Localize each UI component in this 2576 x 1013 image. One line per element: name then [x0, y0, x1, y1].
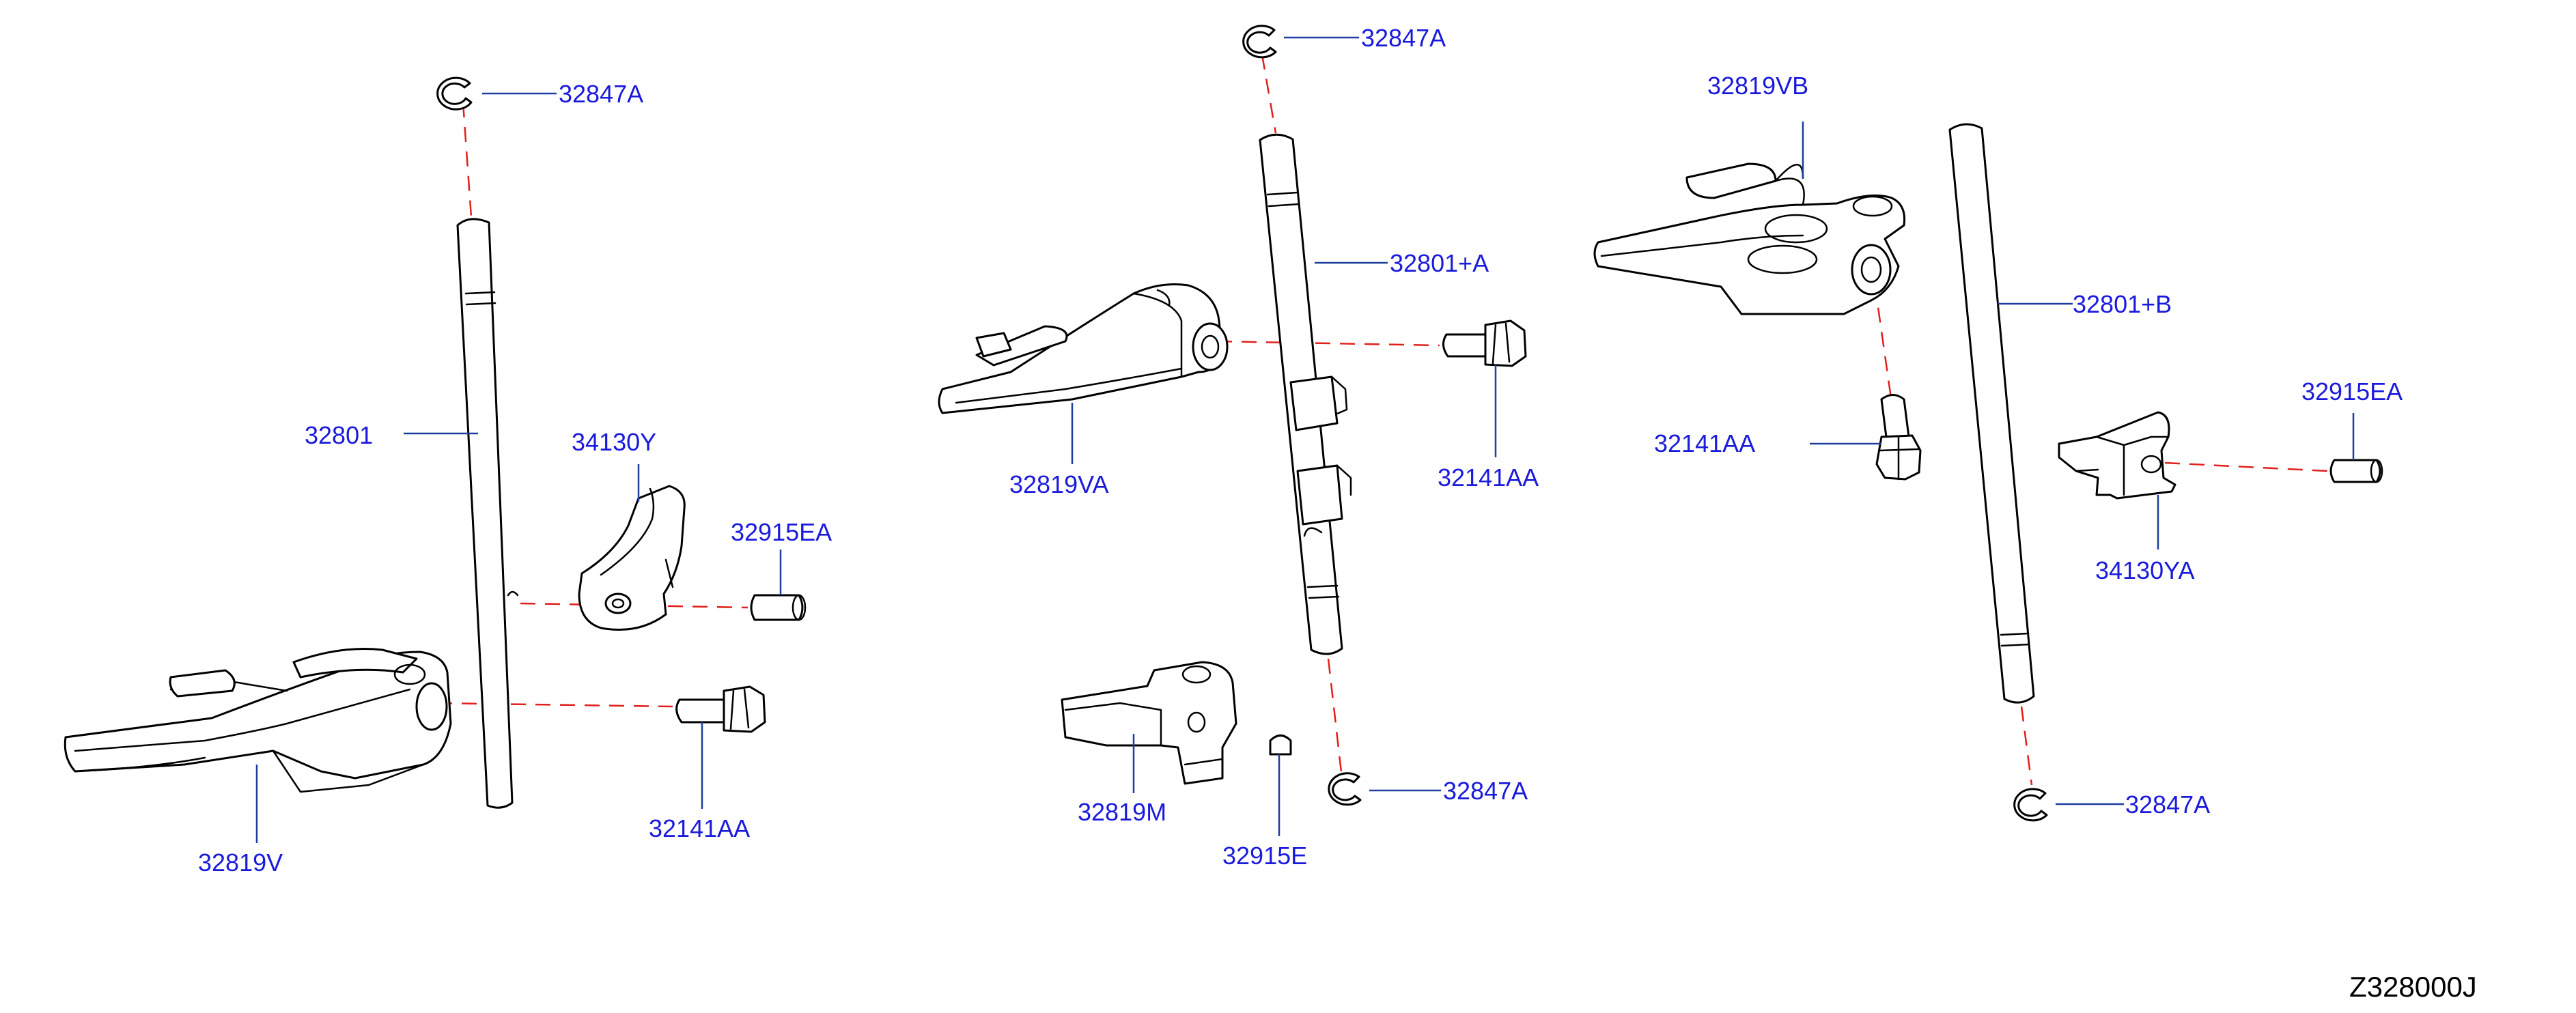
label-a1-rod: 32801: [305, 421, 373, 449]
assembly-left: 32847A 32801 34130Y 32915EA 32819V 32141…: [64, 76, 832, 876]
label-a3-bracket: 34130YA: [2095, 556, 2194, 584]
shift-rod-a1: [456, 218, 519, 809]
bolt-a2: [1442, 319, 1527, 367]
label-a1-pin: 32915EA: [731, 518, 832, 546]
label-a2-bolt: 32141AA: [1438, 463, 1539, 491]
centerline-a2-bolt: [1216, 340, 1440, 347]
centerline-a1-pin: [520, 602, 748, 609]
centerline-a3-pin: [2164, 461, 2328, 472]
label-a2-snap-ring-top: 32847A: [1361, 24, 1446, 52]
bracket-a1: [578, 485, 686, 631]
label-a1-bolt: 32141AA: [649, 814, 750, 842]
centerline-a1-bolt: [436, 702, 673, 708]
spring-pin-a1: [750, 594, 807, 621]
label-a3-snap-ring: 32847A: [2125, 790, 2210, 818]
label-a2-rod: 32801+A: [1390, 249, 1489, 277]
label-a3-pin: 32915EA: [2301, 377, 2403, 405]
diagram-code: Z328000J: [2349, 971, 2477, 1003]
snap-ring-a2-top: [1242, 25, 1277, 59]
shift-fork-a1: [64, 648, 452, 793]
shift-rod-a2: [1259, 133, 1352, 655]
snap-ring-a1: [436, 76, 473, 111]
centerline-a2-lower: [1327, 658, 1343, 779]
bracket-a3: [2058, 411, 2176, 500]
label-a2-block: 32819M: [1078, 798, 1166, 826]
label-a3-fork: 32819VB: [1707, 72, 1808, 100]
shift-rod-a3: [1948, 123, 2035, 704]
snap-ring-a2-bottom: [1328, 772, 1362, 806]
label-a3-rod: 32801+B: [2073, 290, 2172, 318]
bolt-a1: [675, 685, 766, 733]
centerline-a3-fork-bolt: [1873, 283, 1893, 403]
label-a3-bolt: 32141AA: [1654, 429, 1755, 457]
label-a2-fork: 32819VA: [1009, 470, 1108, 498]
label-a1-bracket: 34130Y: [572, 428, 656, 456]
centerline-a1-ring-rod: [462, 102, 473, 218]
shift-fork-a2: [938, 283, 1229, 414]
centerline-a2-ring-rod: [1261, 54, 1277, 134]
shift-fork-a3: [1593, 162, 1906, 315]
centerline-a3-rod-ring: [2020, 706, 2033, 786]
label-a2-snap-ring-bottom: 32847A: [1443, 777, 1528, 805]
selector-block-a2: [1061, 661, 1237, 785]
assembly-right: 32819VB 32801+B 32915EA 32141AA 34130YA …: [1593, 72, 2403, 822]
spring-pin-a3: [2329, 459, 2383, 483]
label-a1-fork: 32819V: [198, 848, 283, 876]
snap-ring-a3: [2013, 788, 2048, 822]
bolt-a3: [1875, 394, 1922, 481]
assembly-middle: 32847A 32801+A 32819VA 32141AA 32819M 32…: [938, 24, 1539, 870]
label-a2-pin: 32915E: [1222, 842, 1307, 870]
detent-ball-a2: [1269, 734, 1292, 756]
label-a1-snap-ring: 32847A: [559, 80, 643, 108]
